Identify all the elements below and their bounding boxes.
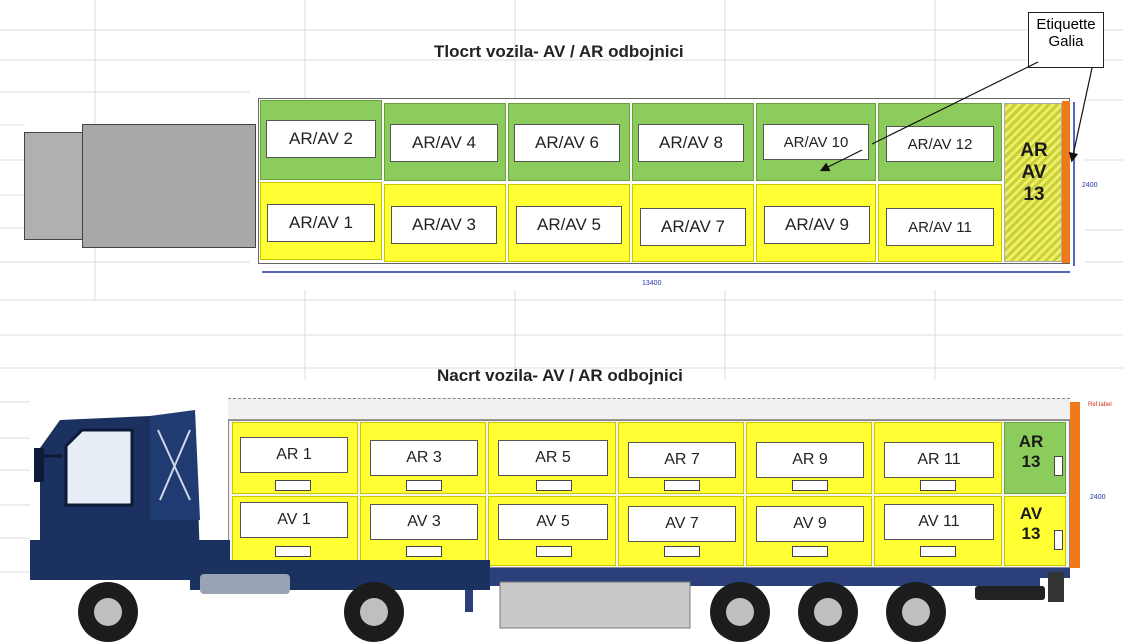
- side-label-ar-1: AR 1: [240, 437, 348, 473]
- plan-end-cell-13: [1004, 103, 1062, 262]
- side-label-av-1: AV 1: [240, 502, 348, 538]
- side-label-av-11: AV 11: [884, 504, 994, 540]
- plan-label-ar-av-8: AR/AV 8: [638, 124, 744, 162]
- tractor-cab-top: [24, 132, 86, 240]
- side-label-ar-11: AR 11: [884, 442, 994, 478]
- side-tag-ar-3: [406, 480, 442, 491]
- side-label-ar-9: AR 9: [756, 442, 864, 478]
- side-label-ar-3: AR 3: [370, 440, 478, 476]
- plan-end-bar: [1062, 101, 1070, 263]
- plan-label-ar-av-9: AR/AV 9: [764, 206, 870, 244]
- plan-label-ar-av-1: AR/AV 1: [267, 204, 375, 242]
- plan-end-label-line1: AR: [1020, 140, 1048, 161]
- side-end-bar: [1070, 402, 1080, 568]
- plan-end-label-line3: 13: [1023, 183, 1045, 205]
- plan-label-ar-av-11: AR/AV 11: [886, 208, 994, 246]
- side-label-av-7: AV 7: [628, 506, 736, 542]
- plan-width-dimension: 2400: [1082, 182, 1098, 189]
- side-end-label-av-13: AV 13: [1012, 504, 1050, 543]
- side-tag-av-9: [792, 546, 828, 557]
- side-tag-av-13: [1054, 530, 1063, 550]
- side-label-ar-5: AR 5: [498, 440, 608, 476]
- plan-label-ar-av-4: AR/AV 4: [390, 124, 498, 162]
- plan-label-ar-av-6: AR/AV 6: [514, 124, 620, 162]
- callout-line2: Galia: [1048, 33, 1084, 50]
- tractor-body-top: [82, 124, 256, 248]
- plan-label-ar-av-5: AR/AV 5: [516, 206, 622, 244]
- side-tag-ar-9: [792, 480, 828, 491]
- trailer-roof: [228, 398, 1070, 420]
- side-height-dimension: 2400: [1090, 494, 1106, 501]
- plan-end-label-13: AR AV 13: [1012, 140, 1056, 206]
- side-end-av-line1: AV: [1019, 504, 1043, 523]
- side-tag-ar-11: [920, 480, 956, 491]
- plan-label-ar-av-12: AR/AV 12: [886, 126, 994, 162]
- side-note: Ref.label: [1088, 402, 1112, 408]
- side-label-av-5: AV 5: [498, 504, 608, 540]
- side-tag-ar-13: [1054, 456, 1063, 476]
- plan-label-ar-av-10: AR/AV 10: [763, 124, 869, 160]
- side-label-av-9: AV 9: [756, 506, 864, 542]
- etiquette-galia-callout: Etiquette Galia: [1028, 12, 1104, 68]
- side-tag-av-3: [406, 546, 442, 557]
- side-end-ar-line1: AR: [1018, 432, 1044, 451]
- side-label-av-3: AV 3: [370, 504, 478, 540]
- side-tag-av-11: [920, 546, 956, 557]
- side-tag-ar-7: [664, 480, 700, 491]
- side-end-ar-line2: 13: [1021, 451, 1041, 471]
- callout-line1: Etiquette: [1036, 16, 1096, 33]
- plan-label-ar-av-2: AR/AV 2: [266, 120, 376, 158]
- side-tag-av-7: [664, 546, 700, 557]
- plan-label-ar-av-7: AR/AV 7: [640, 208, 746, 246]
- plan-end-label-line2: AV: [1021, 161, 1047, 183]
- side-tag-av-5: [536, 546, 572, 557]
- top-view-title: Tlocrt vozila- AV / AR odbojnici: [434, 42, 684, 61]
- plan-label-ar-av-3: AR/AV 3: [391, 206, 497, 244]
- side-view-title: Nacrt vozila- AV / AR odbojnici: [437, 366, 683, 385]
- side-label-ar-7: AR 7: [628, 442, 736, 478]
- side-tag-ar-1: [275, 480, 311, 491]
- plan-length-dimension: 13400: [642, 280, 662, 287]
- side-end-label-ar-13: AR 13: [1012, 432, 1050, 471]
- side-tag-ar-5: [536, 480, 572, 491]
- side-tag-av-1: [275, 546, 311, 557]
- side-end-av-line2: 13: [1021, 523, 1041, 543]
